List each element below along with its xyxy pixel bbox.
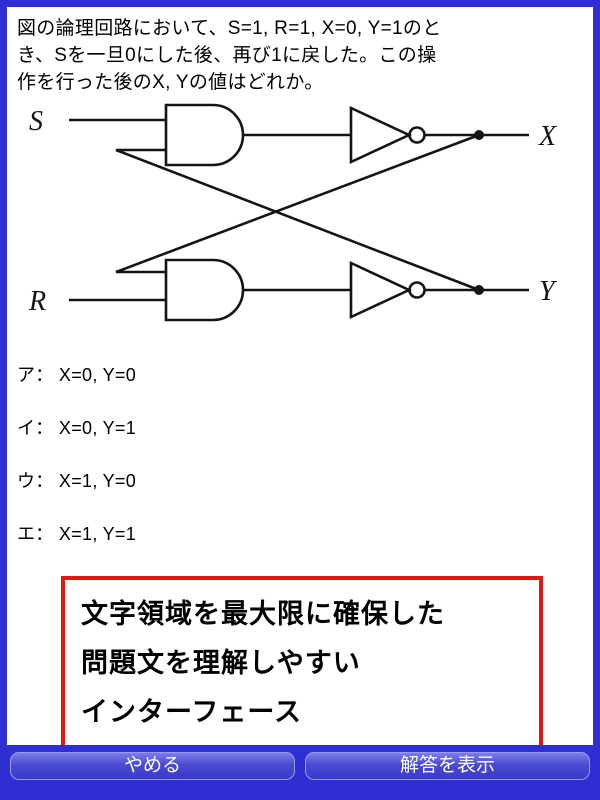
output-label-y: Y (539, 276, 558, 307)
not-gate-top (349, 105, 426, 165)
question-panel: 図の論理回路において、S=1, R=1, X=0, Y=1のと き、Sを一旦0に… (7, 7, 593, 745)
button-bar: やめる 解答を表示 (7, 745, 593, 800)
question-line-2: き、Sを一旦0にした後、再び1に戻した。この操 (17, 45, 437, 66)
input-label-r: R (28, 286, 46, 317)
option-a: ア： X=0, Y=0 (17, 365, 137, 385)
option-e: エ： X=1, Y=1 (17, 524, 137, 544)
feedback-wire-y-to-top-gate (115, 148, 480, 292)
banner-line-3: インターフェース (81, 697, 303, 727)
and-gate-top (164, 103, 245, 167)
input-label-s: S (29, 106, 43, 137)
logic-circuit-diagram: S R X (28, 103, 558, 322)
question-text: 図の論理回路において、S=1, R=1, X=0, Y=1のと き、Sを一旦0に… (17, 15, 583, 96)
quit-button[interactable]: やめる (10, 752, 295, 780)
and-gate-bottom (164, 258, 245, 322)
question-line-3: 作を行った後のX, Yの値はどれか。 (17, 72, 324, 93)
show-answer-button[interactable]: 解答を表示 (305, 752, 590, 780)
answer-options: ア： X=0, Y=0 イ： X=0, Y=1 ウ： X=1, Y=0 エ： X… (17, 361, 583, 546)
not-gate-bottom (349, 260, 426, 320)
option-u: ウ： X=1, Y=0 (17, 471, 137, 491)
output-label-x: X (538, 121, 557, 152)
option-i: イ： X=0, Y=1 (17, 418, 137, 438)
promo-banner: 文字領域を最大限に確保した 問題文を理解しやすい インターフェース (61, 576, 543, 745)
feedback-wire-x-to-bottom-gate (115, 133, 480, 274)
banner-line-1: 文字領域を最大限に確保した (81, 599, 445, 629)
banner-line-2: 問題文を理解しやすい (81, 648, 361, 678)
question-line-1: 図の論理回路において、S=1, R=1, X=0, Y=1のと (17, 18, 442, 39)
